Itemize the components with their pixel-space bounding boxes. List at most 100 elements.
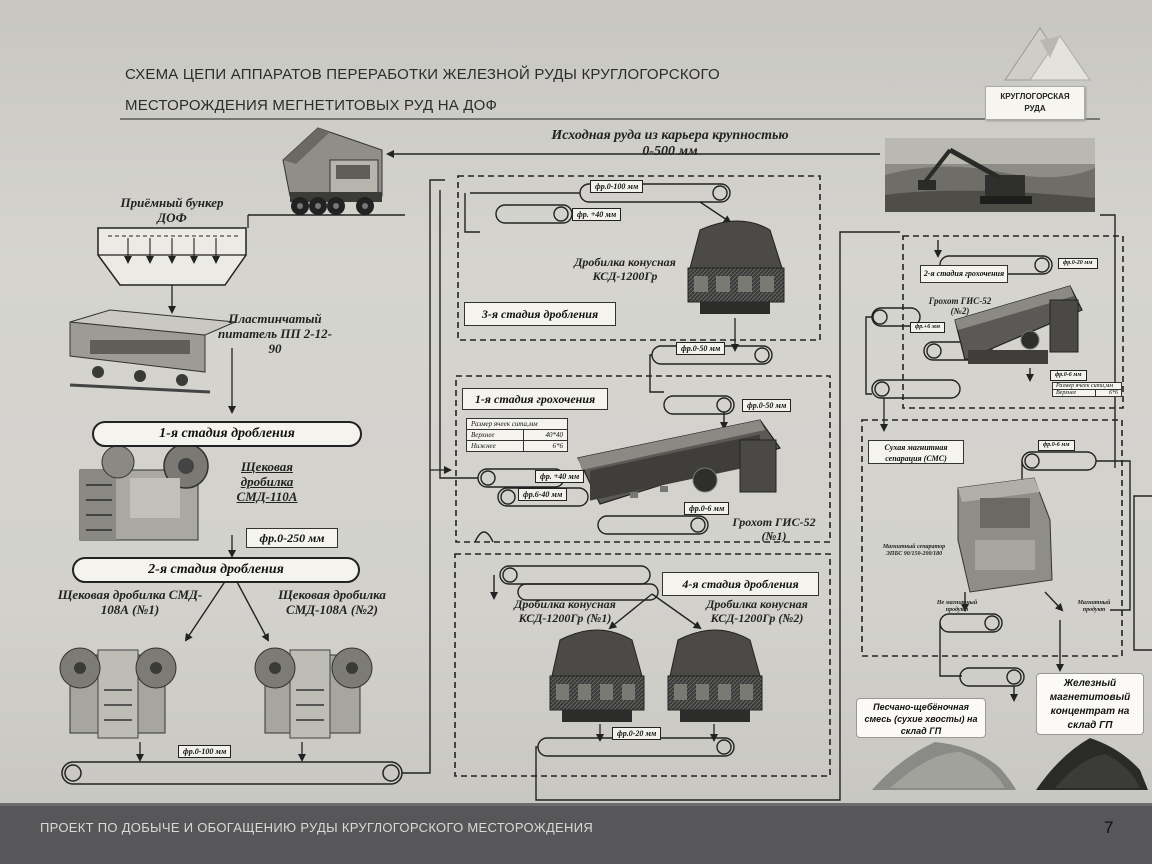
tag-0-50-between: фр.0-50 мм <box>676 342 726 355</box>
non-magnetic-line2: продукт <box>945 606 969 613</box>
page-number: 7 <box>1104 818 1114 837</box>
logo-mountain-icon <box>1004 27 1091 81</box>
screen-gis52-1-icon <box>577 419 781 505</box>
footer-band <box>0 803 1152 864</box>
receiving-hopper-icon <box>97 227 247 286</box>
jaw-crusher-smd108a-2-icon <box>254 647 373 739</box>
screen1-line2: (№1) <box>761 528 787 543</box>
concentrate-pile-image <box>1036 738 1148 790</box>
hopper-label: Приёмный бункер ДОФ <box>108 195 236 226</box>
stage4-crusher2-line2: КСД-1200Гр (№2) <box>710 610 804 625</box>
separator-label: Магнитный сепаратор ЭПБС 90/150-200/180 <box>866 544 962 558</box>
jaw-main-line3: СМД-110А <box>236 488 298 504</box>
screen1-line1: Грохот ГИС-52 <box>732 515 816 529</box>
concentrate-line2: магнетитовый <box>1049 692 1131 703</box>
non-magnetic-label: Не магнитный продукт <box>922 600 992 614</box>
stage4-block <box>454 553 831 777</box>
page-title-line1: СХЕМА ЦЕПИ АППАРАТОВ ПЕРЕРАБОТКИ ЖЕЛЕЗНО… <box>125 66 720 83</box>
screening2-mesh-value: 6*6 <box>1095 389 1122 397</box>
jaw2-line2: СМД-108А (№2) <box>286 601 378 617</box>
source-ore-label: Исходная руда из карьера крупностью 0-50… <box>535 128 805 160</box>
hopper-line1: Приёмный бункер <box>120 195 224 210</box>
stage4-tag-0-20: фр.0-20 мм <box>612 727 662 740</box>
jaw1-label: Щековая дробилка СМД- 108А (№1) <box>40 587 220 618</box>
quarry-excavator-photo <box>885 138 1095 212</box>
feeder-line1: Пластинчатый <box>228 311 322 326</box>
concentrate-line4: склад ГП <box>1067 720 1113 731</box>
mesh-row-upper-name: Верхнее <box>466 429 524 441</box>
separator-line2: ЭПБС 90/150-200/180 <box>885 550 943 557</box>
mesh-row-lower-value: 6*6 <box>522 440 569 452</box>
tailings-line2: смесь (сухие хвосты) на <box>864 714 978 724</box>
jaw2-label: Щековая дробилка СМД-108А (№2) <box>262 587 402 618</box>
cone-crusher-ksd1200-stage3-icon <box>687 220 785 314</box>
screening2-mesh-name: Верхнее <box>1051 389 1097 397</box>
stage3-tag-plus40: фр. +40 мм <box>572 208 622 221</box>
source-ore-line1: Исходная руда из карьера крупностью <box>551 128 789 143</box>
mesh-size-table: Размер ячеек сита,мм Верхнее 40*40 Нижне… <box>466 418 569 452</box>
concentrate-line1: Железный <box>1063 678 1117 689</box>
stage3-crusher-line1: Дробилка конусная <box>574 255 676 269</box>
bottom-conveyor <box>61 761 403 785</box>
separator-line1: Магнитный сепаратор <box>882 544 946 550</box>
screening2-mesh-table: Размер ячеек сита,мм Верхнее 6*6 <box>1051 382 1122 397</box>
screening1-tag-0-6: фр.0-6 мм <box>684 502 730 515</box>
screening2-mesh-header: Размер ячеек сита,мм <box>1052 382 1122 390</box>
plate-feeder-icon <box>69 309 236 394</box>
screening2-block <box>902 235 1124 409</box>
stage4-crusher2-label: Дробилка конусная КСД-1200Гр (№2) <box>690 597 824 626</box>
screening2-tag-plus6: фр.+6 мм <box>910 322 945 333</box>
feeder-label: Пластинчатый питатель ПП 2-12- 90 <box>215 311 335 357</box>
stage1-crushing-banner: 1-я стадия дробления <box>92 421 362 447</box>
tailings-line3: склад ГП <box>900 726 942 736</box>
stage3-block <box>457 175 821 341</box>
jaw2-line1: Щековая дробилка <box>278 587 386 602</box>
screening2-tag-0-20: фр.0-20 мм <box>1058 258 1098 269</box>
screen2-line2: (№2) <box>950 306 970 317</box>
logo-box: КРУГЛОГОРСКАЯ РУДА <box>985 86 1085 120</box>
screening1-tag-0-50: фр.0-50 мм <box>742 399 792 412</box>
magnetic-line2: продукт <box>1082 606 1106 613</box>
sms-label: Сухая магнитная сепарация (СМС) <box>868 440 964 464</box>
logo-line1: КРУГЛОГОРСКАЯ <box>1000 92 1070 101</box>
product-tailings-box: Песчано-щебёночная смесь (сухие хвосты) … <box>856 698 986 738</box>
jaw-crusher-main-label: Щековая дробилка СМД-110А <box>222 459 312 505</box>
jaw1-line1: Щековая дробилка СМД- <box>57 587 203 602</box>
screening2-tag-0-6: фр.0-6 мм <box>1050 370 1087 381</box>
page-title-line2: МЕСТОРОЖДЕНИЯ МЕГНЕТИТОВЫХ РУД НА ДОФ <box>125 97 498 114</box>
dump-truck-icon <box>282 127 383 215</box>
screen-gis52-2-icon <box>954 285 1083 364</box>
product-concentrate-box: Железный магнетитовый концентрат на скла… <box>1036 673 1144 735</box>
stage3-label: 3-я стадия дробления <box>464 302 616 326</box>
screening1-tag-6-40: фр.6-40 мм <box>518 488 568 501</box>
stage3-crusher-label: Дробилка конусная КСД-1200Гр <box>560 255 690 284</box>
hopper-line2: ДОФ <box>157 209 187 225</box>
stage3-tag-0-100: фр.0-100 мм <box>590 180 644 193</box>
tailings-line1: Песчано-щебёночная <box>873 702 969 712</box>
cone-crusher-ksd1200-1-icon <box>549 629 645 722</box>
fraction-0-250-tag: фр.0-250 мм <box>246 528 338 548</box>
stage2-crushing-banner: 2-я стадия дробления <box>72 557 360 583</box>
magnetic-line1: Магнитный <box>1077 600 1111 606</box>
stage4-crusher2-line1: Дробилка конусная <box>706 597 808 611</box>
stage4-label: 4-я стадия дробления <box>662 572 819 596</box>
jaw1-line2: 108А (№1) <box>100 601 160 617</box>
mesh-row-upper-value: 40*40 <box>522 429 569 441</box>
jaw-main-line1: Щековая <box>241 459 293 474</box>
screening1-tag-plus40: фр. +40 мм <box>535 470 585 483</box>
magnetic-label: Магнитный продукт <box>1064 600 1124 614</box>
concentrate-line3: концентрат на <box>1050 706 1130 717</box>
magnetic-separator-icon <box>957 477 1053 593</box>
stage4-crusher1-line2: КСД-1200Гр (№1) <box>518 610 612 625</box>
mesh-row-lower-name: Нижнее <box>466 440 524 452</box>
logo-line2: РУДА <box>1024 104 1046 113</box>
tailings-pile-image <box>872 742 1016 790</box>
sms-block <box>861 419 1123 657</box>
screen2-line1: Грохот ГИС-52 <box>928 296 992 306</box>
source-ore-line2: 0-500 мм <box>642 144 698 160</box>
stage4-crusher1-line1: Дробилка конусная <box>514 597 616 611</box>
stage4-crusher1-label: Дробилка конусная КСД-1200Гр (№1) <box>498 597 632 626</box>
jaw-main-line2: дробилка <box>240 473 294 489</box>
